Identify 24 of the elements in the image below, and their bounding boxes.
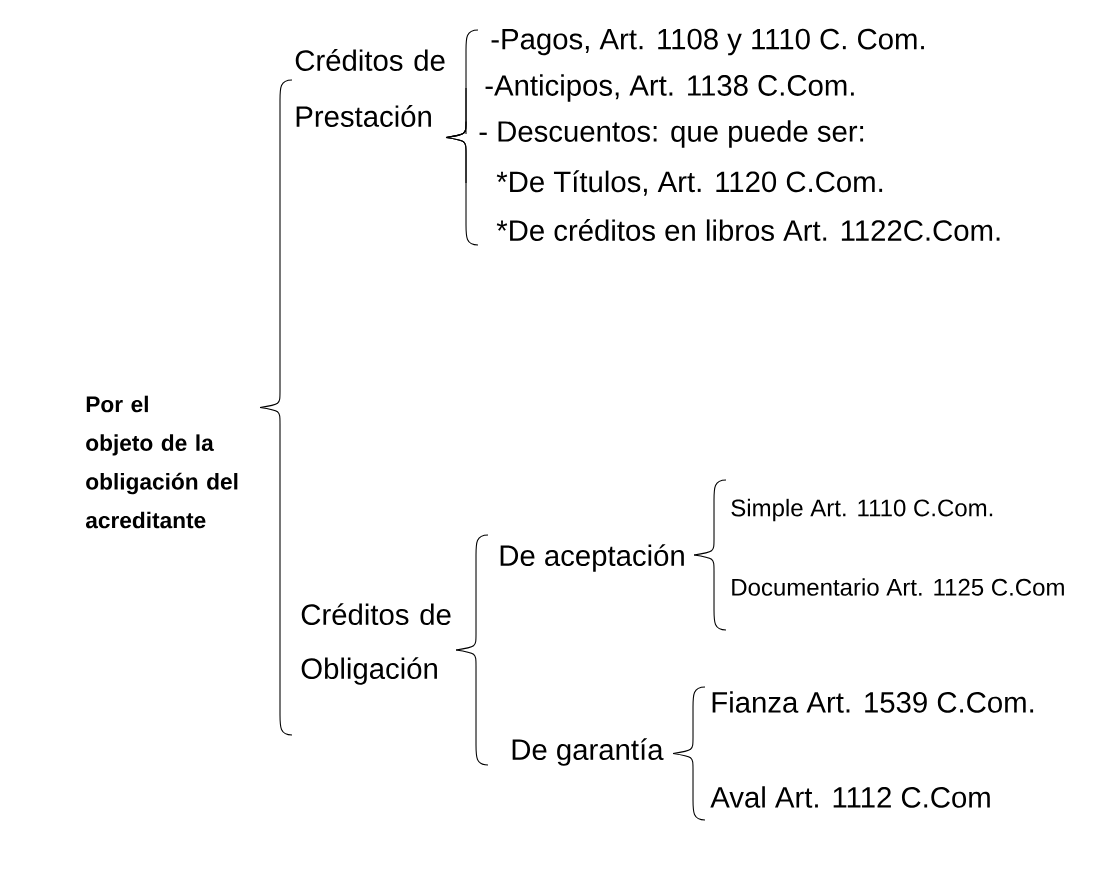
- brace: [259, 406, 293, 736]
- item-text: Documentario Art. 1125 C.Com: [732, 578, 1064, 596]
- item-text: De aceptación: [500, 544, 684, 572]
- item-text: De garantía: [512, 738, 664, 766]
- item-text: Créditos de Prestación: [295, 49, 445, 127]
- brace: [672, 752, 706, 821]
- item-text: - Descuentos: que puede ser:: [479, 120, 864, 148]
- brace: [693, 479, 727, 556]
- item-text: *De créditos en libros Art. 1122C.Com.: [496, 219, 1000, 241]
- item-text: *De Títulos, Art. 1120 C.Com.: [496, 170, 883, 196]
- brace: [455, 649, 489, 766]
- brace: [455, 534, 489, 651]
- item-text: -Pagos, Art. 1108 y 1110 C. Com.: [491, 28, 924, 56]
- item-text: Aval Art. 1112 C.Com: [710, 786, 990, 808]
- item-text: Simple Art. 1110 C.Com.: [731, 498, 993, 522]
- brace: [445, 120, 467, 139]
- item-text: -Anticipos, Art. 1138 C.Com.: [485, 74, 854, 102]
- brace: [259, 79, 293, 409]
- item-text: Fianza Art. 1539 C.Com.: [712, 691, 1034, 713]
- item-text: Créditos de Obligación: [301, 603, 451, 685]
- brace: [693, 554, 727, 631]
- brace: [445, 136, 479, 246]
- heading-text: Por el objeto de la obligación del acreditante: [85, 395, 238, 529]
- brace: [672, 686, 706, 755]
